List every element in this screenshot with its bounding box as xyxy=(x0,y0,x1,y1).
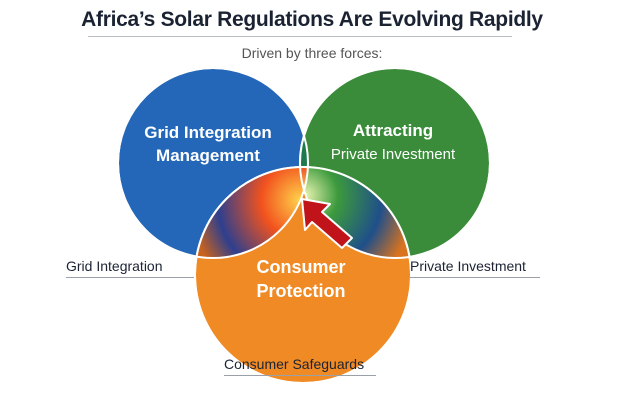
grid-label-line1: Grid Integration xyxy=(144,123,272,142)
consumer-label-line1: Consumer xyxy=(256,257,345,277)
private-label-line2: Private Investment xyxy=(331,146,456,163)
page-title: Africa’s Solar Regulations Are Evolving … xyxy=(81,8,543,31)
overlap-grid-consumer xyxy=(195,167,308,258)
external-label-private-investment: Private Investment xyxy=(410,258,540,278)
arrow-icon xyxy=(301,198,353,249)
private-label-line1: Attracting xyxy=(353,121,433,140)
title-divider xyxy=(88,36,512,37)
external-label-grid-integration: Grid Integration xyxy=(66,258,194,278)
overlap-private-consumer xyxy=(300,167,411,258)
grid-label-line2: Management xyxy=(156,146,260,165)
subtitle: Driven by three forces: xyxy=(241,45,383,61)
external-label-consumer-safeguards: Consumer Safeguards xyxy=(224,356,376,376)
consumer-label-line2: Protection xyxy=(256,281,345,301)
